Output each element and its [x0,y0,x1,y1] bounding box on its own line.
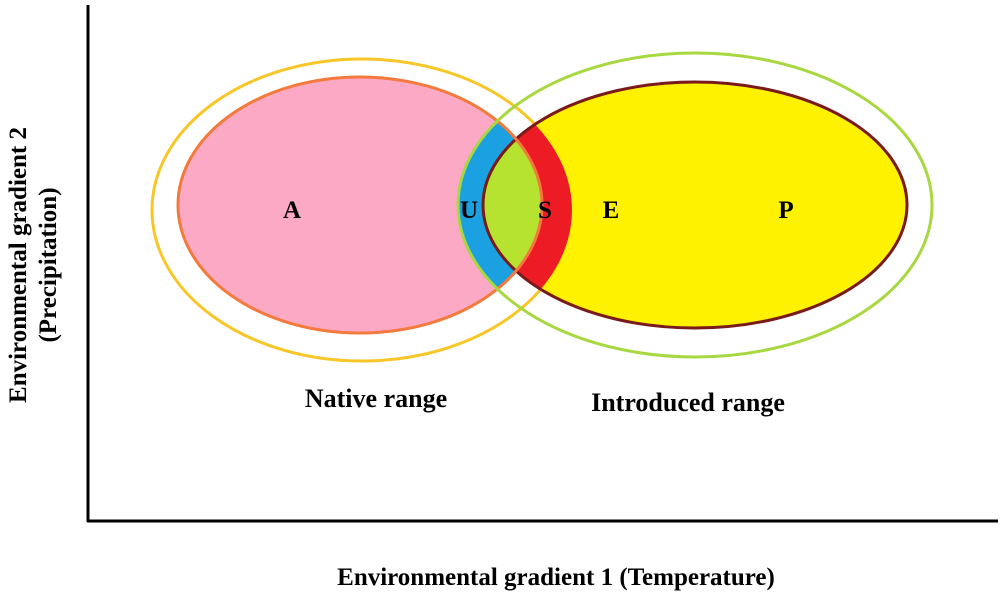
region-label-u: U [460,197,478,224]
region-label-s: S [538,197,552,224]
x-axis-label: Environmental gradient 1 (Temperature) [337,564,775,591]
y-axis-label-line2: (Precipitation) [35,187,62,342]
native-range-label: Native range [305,384,447,413]
region-label-a: A [283,197,301,224]
region-label-e: E [603,197,620,224]
introduced-range-outline [456,51,934,359]
introduced-range-label: Introduced range [591,388,785,417]
y-axis-label-line1: Environmental gradient 2 [5,127,32,403]
region-label-p: P [778,197,793,224]
introduced-niche-outline [481,80,909,330]
introduced-niche [483,82,907,328]
native-niche-edge [458,75,544,335]
